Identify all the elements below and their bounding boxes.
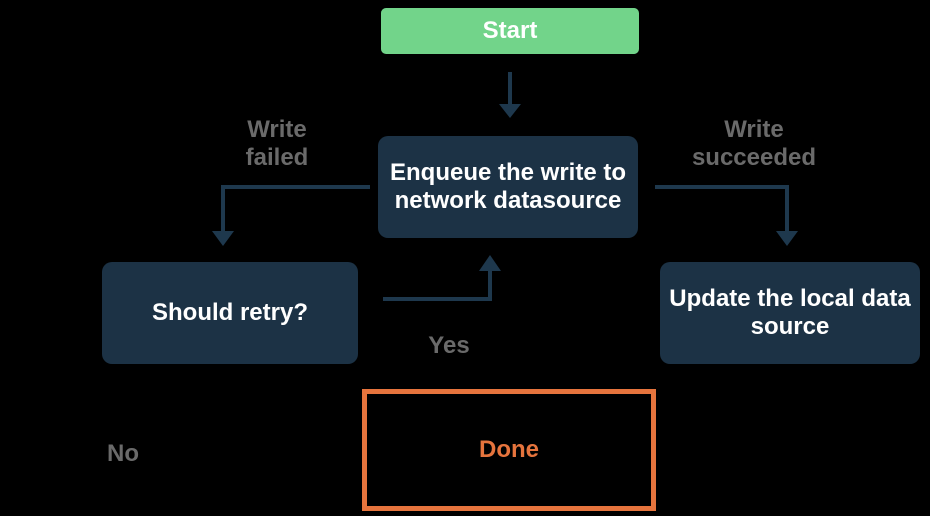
edge-label-write-failed: Write failed [245,116,309,172]
node-done: Done [362,389,656,511]
node-start: Start [381,8,639,54]
arrow-should-retry-to-enqueue [383,255,501,301]
node-should-retry: Should retry? [102,262,358,364]
arrow-start-to-enqueue [499,72,521,118]
arrow-enqueue-to-update-local [655,185,798,246]
node-enqueue-write: Enqueue the write to network datasource [378,136,638,238]
node-update-local-data-source: Update the local data source [660,262,920,364]
edge-label-no: No [107,440,139,467]
edge-label-write-succeeded: Write succeeded [691,116,817,172]
edge-label-yes: Yes [428,332,470,359]
arrow-enqueue-to-should-retry [212,185,370,246]
